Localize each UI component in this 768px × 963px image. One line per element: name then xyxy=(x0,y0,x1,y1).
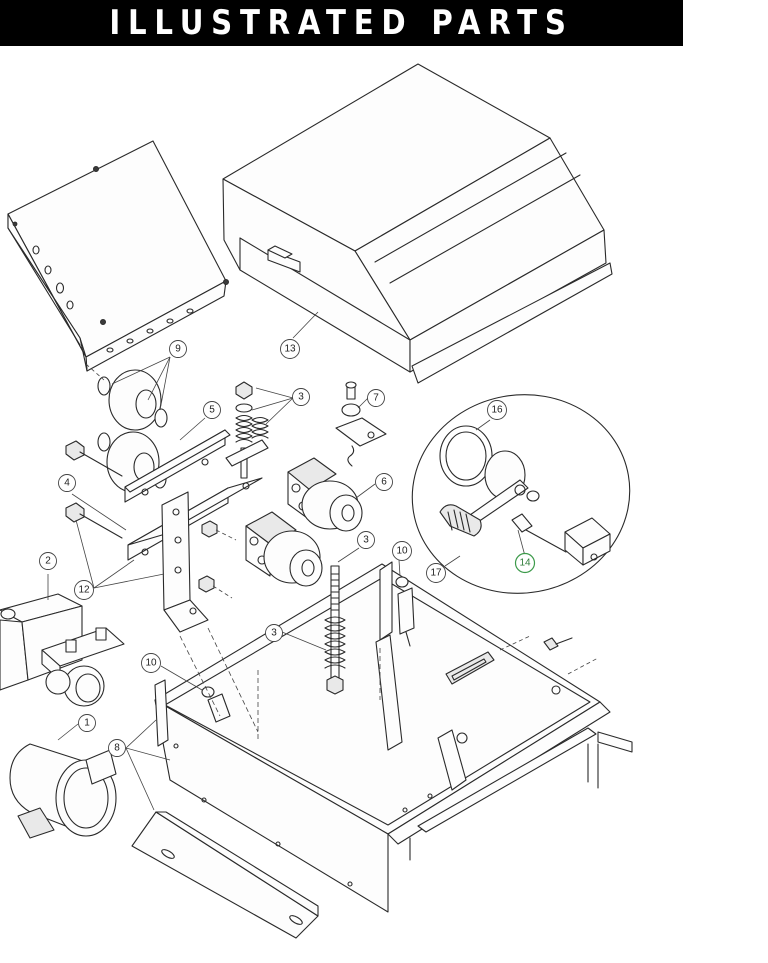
threaded-rod xyxy=(324,565,346,695)
callout-7: 7 xyxy=(367,389,385,407)
callout-13: 13 xyxy=(280,339,300,359)
hydraulic-motors xyxy=(245,457,363,587)
callout-1: 1 xyxy=(78,714,96,732)
mounting-rail xyxy=(131,811,319,939)
switch-components xyxy=(201,576,415,723)
callout-3-lower: 3 xyxy=(265,624,283,642)
callout-4: 4 xyxy=(58,474,76,492)
detail-inset xyxy=(411,394,631,594)
callout-3-top: 3 xyxy=(292,388,310,406)
control-box xyxy=(7,140,229,372)
svg-text:10: 10 xyxy=(145,658,157,669)
svg-text:3: 3 xyxy=(298,392,304,403)
callout-14: 14 xyxy=(514,552,536,574)
svg-text:9: 9 xyxy=(175,344,181,355)
svg-text:16: 16 xyxy=(491,405,503,416)
spring-assembly xyxy=(225,381,269,479)
alignment-lines xyxy=(85,363,381,742)
svg-text:4: 4 xyxy=(64,478,70,489)
svg-text:13: 13 xyxy=(284,344,296,355)
svg-text:5: 5 xyxy=(209,405,215,416)
callout-9: 9 xyxy=(169,340,187,358)
callout-6: 6 xyxy=(375,473,393,491)
callout-10-left: 10 xyxy=(141,653,161,673)
callout-8: 8 xyxy=(108,739,126,757)
callout-12: 12 xyxy=(74,580,94,600)
svg-text:7: 7 xyxy=(373,393,379,404)
svg-text:10: 10 xyxy=(396,546,408,557)
callout-16: 16 xyxy=(487,400,507,420)
cover xyxy=(222,63,613,384)
frame-base xyxy=(154,561,633,913)
callout-3-middle: 3 xyxy=(357,531,375,549)
brackets xyxy=(65,429,263,633)
callout-10-right: 10 xyxy=(392,541,412,561)
exploded-parts-diagram: 9 5 3 7 13 16 4 6 3 2 10 12 14 17 3 10 1… xyxy=(0,63,633,939)
leader-lines xyxy=(47,311,526,811)
pump-assembly xyxy=(0,593,125,707)
svg-text:1: 1 xyxy=(84,718,90,729)
page-title: ILLUSTRATED PARTS xyxy=(109,3,574,43)
electric-motor xyxy=(9,743,117,839)
svg-text:3: 3 xyxy=(363,535,369,546)
limit-switch xyxy=(335,381,387,467)
callout-17: 17 xyxy=(426,563,446,583)
callout-2: 2 xyxy=(39,552,57,570)
svg-text:6: 6 xyxy=(381,477,387,488)
svg-text:14: 14 xyxy=(519,558,531,569)
svg-text:17: 17 xyxy=(430,568,442,579)
header-bar xyxy=(0,0,683,46)
svg-text:2: 2 xyxy=(45,556,51,567)
svg-text:12: 12 xyxy=(78,585,90,596)
callout-5: 5 xyxy=(203,401,221,419)
svg-text:3: 3 xyxy=(271,628,277,639)
svg-text:8: 8 xyxy=(114,743,120,754)
